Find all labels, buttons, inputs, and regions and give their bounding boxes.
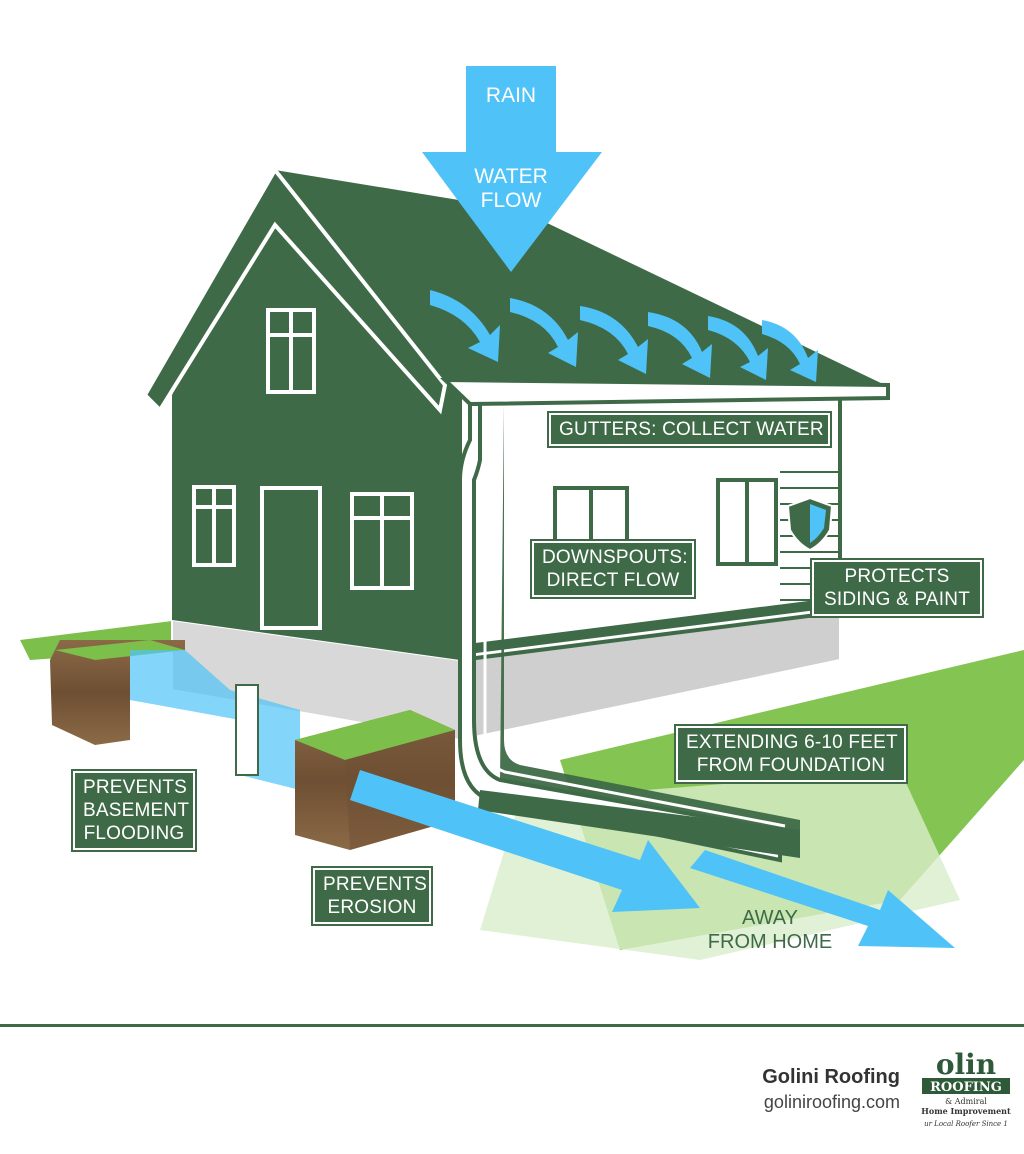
downspouts-label: DOWNSPOUTS: DIRECT FLOW (530, 539, 696, 599)
siding-label: PROTECTS SIDING & PAINT (810, 558, 984, 618)
footer-divider (0, 1024, 1024, 1027)
front-door (260, 486, 322, 630)
erosion-label: PREVENTS EROSION (311, 866, 433, 926)
shield-icon (786, 496, 834, 552)
downspout-extension (478, 790, 800, 858)
gutters-label: GUTTERS: COLLECT WATER (547, 411, 832, 448)
window-left (192, 485, 236, 567)
roof-eave (142, 166, 448, 415)
logo-band-text: ROOFING (930, 1080, 1002, 1095)
basement-flooding-label: PREVENTS BASEMENT FLOODING (71, 769, 197, 852)
soil-block-left (50, 640, 185, 745)
window-attic (266, 308, 316, 394)
roof-water-arrows (430, 290, 818, 382)
extending-label: EXTENDING 6-10 FEET FROM FOUNDATION (674, 724, 908, 784)
side-baseboard (459, 597, 841, 655)
window-side-2 (716, 478, 778, 566)
gutter-system-illustration (20, 66, 1024, 960)
rain-arrow (422, 66, 602, 272)
window-right (350, 492, 414, 590)
window-side-1 (553, 486, 629, 550)
water-arrow-left (350, 770, 700, 912)
brand-url[interactable]: goliniroofing.com (763, 1092, 900, 1112)
water-arrow-right (690, 850, 955, 948)
rain-label: RAIN (485, 84, 537, 107)
away-from-home-label: AWAY FROM HOME (707, 907, 833, 953)
logo-top-text: olin (936, 1048, 996, 1081)
basement-wall (235, 684, 259, 776)
downspout (458, 402, 800, 863)
logo-line1: & Admiral (945, 1097, 987, 1106)
brand-name: Golini Roofing (762, 1066, 900, 1088)
golini-roofing-logo: olin ROOFING & Admiral Home Improvement … (921, 1048, 1011, 1128)
gutter (439, 377, 890, 407)
logo-tagline: ur Local Roofer Since 1 (924, 1120, 1008, 1128)
logo-line2: Home Improvement (921, 1106, 1011, 1116)
water-flow-label: WATER FLOW (474, 165, 548, 212)
